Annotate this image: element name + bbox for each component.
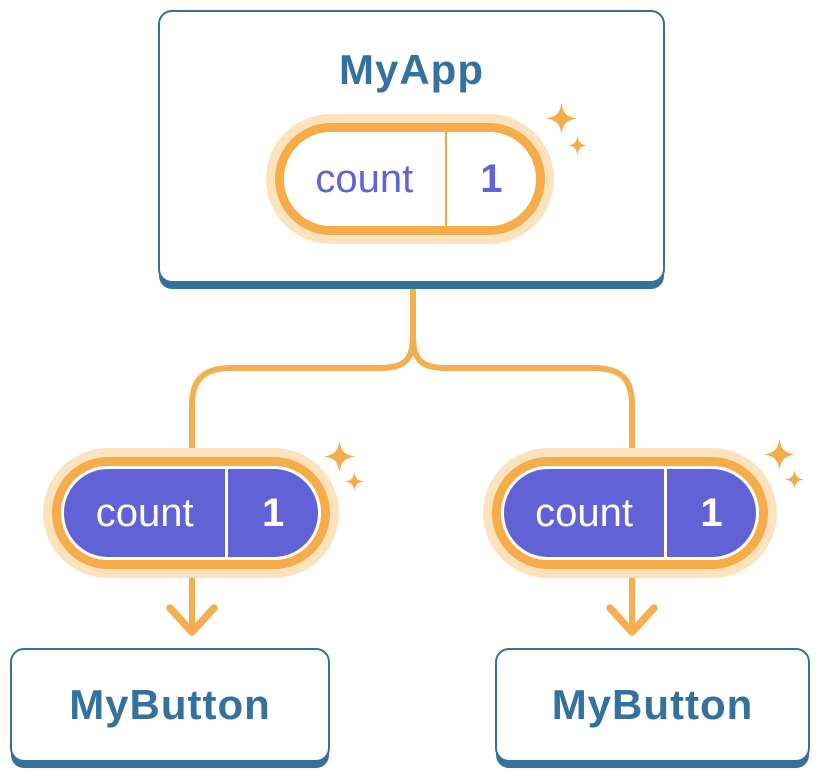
sparkle-icon bbox=[345, 472, 364, 491]
state-name: count bbox=[315, 156, 414, 201]
left-button-component-card: MyButton bbox=[10, 648, 330, 762]
state-pill-ring: count 1 bbox=[52, 457, 330, 569]
pill-divider bbox=[225, 469, 229, 557]
right-child-state-pill: count 1 bbox=[483, 448, 777, 578]
sparkle-icon bbox=[764, 439, 795, 470]
state-value: 1 bbox=[480, 156, 503, 201]
arrow-down-icon bbox=[166, 604, 218, 636]
sparkle-icon bbox=[324, 441, 355, 472]
state-value: 1 bbox=[700, 490, 723, 535]
state-name: count bbox=[535, 490, 633, 535]
root-component-title: MyApp bbox=[339, 46, 484, 93]
state-pill-body: count 1 bbox=[501, 466, 759, 560]
arrow-down-icon bbox=[606, 604, 658, 636]
right-button-component-card: MyButton bbox=[495, 648, 810, 762]
state-pill-ring: count 1 bbox=[275, 123, 545, 235]
state-pill-body: count 1 bbox=[61, 466, 321, 560]
root-component-card: MyApp count 1 bbox=[158, 10, 665, 283]
state-pill-ring: count 1 bbox=[492, 457, 768, 569]
button-component-title: MyButton bbox=[69, 681, 271, 728]
state-value: 1 bbox=[262, 490, 285, 535]
state-pill-body: count 1 bbox=[284, 132, 536, 226]
right-branch-line bbox=[410, 333, 635, 631]
left-child-state-pill: count 1 bbox=[43, 448, 339, 578]
button-component-title: MyButton bbox=[551, 681, 754, 728]
pill-divider bbox=[664, 469, 668, 557]
state-name: count bbox=[95, 490, 194, 535]
root-state-pill: count 1 bbox=[266, 114, 554, 244]
sparkle-icon bbox=[546, 103, 577, 134]
sparkle-icon bbox=[568, 136, 587, 155]
pill-divider bbox=[444, 132, 447, 226]
sparkle-icon bbox=[785, 470, 804, 489]
left-branch-line bbox=[189, 333, 416, 631]
